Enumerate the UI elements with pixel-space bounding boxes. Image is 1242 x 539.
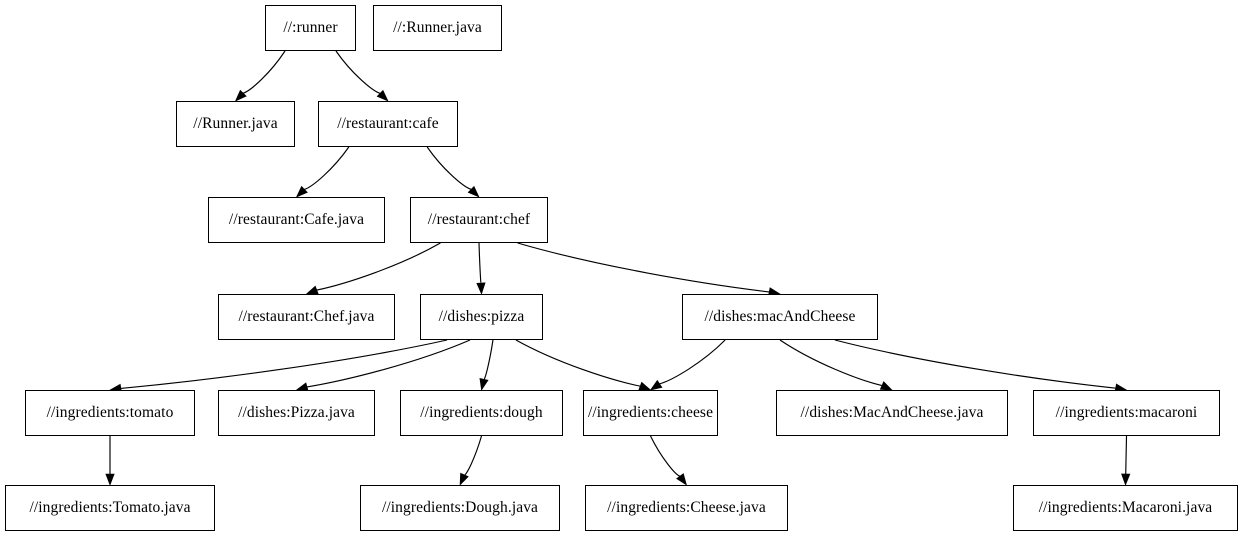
graph-edge-arrowhead-icon [295,185,308,198]
graph-edge-dishes_pizza-to-ing_dough [483,339,494,380]
graph-edge-arrowhead-icon [376,89,389,102]
graph-node-label: //restaurant:Cafe.java [228,211,365,229]
graph-node-ing_cheese[interactable]: //ingredients:cheese [583,390,718,436]
graph-node-label: //dishes:macAndCheese [704,308,856,326]
graph-edge-dishes_pizza-to-ing_tomato [120,339,448,389]
graph-node-label: //ingredients:Dough.java [381,499,539,517]
graph-edge-dishes_macandcheese-to-ing_cheese [659,339,726,385]
graph-edge-arrowhead-icon [234,89,247,102]
graph-node-ing_macaroni_java[interactable]: //ingredients:Macaroni.java [1013,485,1238,531]
graph-node-restaurant_chef[interactable]: //restaurant:chef [410,197,548,243]
graph-edge-ing_dough-to-ing_dough_java [463,435,483,476]
graph-node-restaurant_chef_java[interactable]: //restaurant:Chef.java [218,294,395,340]
graph-edge-arrowhead-icon [459,472,469,486]
graph-edge-runner-to-restaurant_cafe [335,50,381,94]
graph-edge-arrowhead-icon [476,282,486,295]
graph-node-label: //ingredients:dough [420,404,543,422]
graph-edge-restaurant_chef-to-dishes_pizza [478,242,482,284]
graph-node-runner[interactable]: //:runner [265,5,356,51]
graph-edge-runner-to-runner_java [243,50,286,94]
graph-edge-restaurant_cafe-to-restaurant_chef [426,146,472,190]
graph-edge-restaurant_chef-to-restaurant_chef_java [316,242,441,291]
graph-node-label: //dishes:Pizza.java [238,404,355,422]
graph-edge-dishes_pizza-to-dishes_pizza_java [306,339,471,388]
graph-node-restaurant_cafe[interactable]: //restaurant:cafe [318,101,458,147]
graph-edge-dishes_macandcheese-to-dishes_macandcheese_java [779,339,883,387]
graph-node-restaurant_cafe_java[interactable]: //restaurant:Cafe.java [208,197,385,243]
graph-node-label: //ingredients:cheese [587,404,714,422]
graph-node-label: //restaurant:chef [427,211,531,229]
graph-node-dishes_pizza_java[interactable]: //dishes:Pizza.java [218,390,375,436]
graph-edge-arrowhead-icon [638,381,652,391]
graph-edge-ing_cheese-to-ing_cheese_java [649,435,681,477]
graph-edge-arrowhead-icon [1121,473,1131,486]
graph-edge-arrowhead-icon [879,381,893,391]
graph-node-label: //restaurant:Chef.java [238,308,375,326]
graph-node-label: //ingredients:Macaroni.java [1038,499,1213,517]
graph-edge-arrowhead-icon [676,473,687,486]
graph-node-ing_cheese_java[interactable]: //ingredients:Cheese.java [585,485,788,531]
graph-node-label: //:Runner.java [393,19,482,37]
graph-node-runner_java_root[interactable]: //:Runner.java [373,5,502,51]
graph-edge-dishes_pizza-to-ing_cheese [515,339,641,387]
graph-node-label: //:runner [283,19,338,37]
graph-node-runner_java[interactable]: //Runner.java [176,101,295,147]
graph-node-label: //ingredients:tomato [46,404,174,422]
graph-edge-arrowhead-icon [649,379,663,391]
graph-node-dishes_macandcheese[interactable]: //dishes:macAndCheese [682,294,878,340]
graph-node-ing_dough[interactable]: //ingredients:dough [400,390,563,436]
graph-edge-restaurant_cafe-to-restaurant_cafe_java [304,146,350,190]
graph-node-label: //Runner.java [193,115,278,133]
graph-node-ing_dough_java[interactable]: //ingredients:Dough.java [360,485,560,531]
graph-node-ing_tomato[interactable]: //ingredients:tomato [25,390,195,436]
graph-node-label: //restaurant:cafe [337,115,439,133]
graph-edge-restaurant_chef-to-dishes_macandcheese [517,242,770,293]
graph-edge-arrowhead-icon [479,377,489,391]
graph-node-ing_tomato_java[interactable]: //ingredients:Tomato.java [5,485,215,531]
graph-node-dishes_pizza[interactable]: //dishes:pizza [420,294,543,340]
graph-node-label: //ingredients:Tomato.java [29,499,191,517]
graph-node-label: //dishes:MacAndCheese.java [800,404,984,422]
graph-edge-ing_macaroni-to-ing_macaroni_java [1125,435,1128,475]
graph-node-label: //ingredients:Cheese.java [607,499,766,517]
graph-node-label: //dishes:pizza [438,308,525,326]
graph-node-dishes_macandcheese_java[interactable]: //dishes:MacAndCheese.java [776,390,1008,436]
graph-edge-dishes_macandcheese-to-ing_macaroni [834,339,1116,389]
graph-edge-arrowhead-icon [305,285,319,295]
graph-node-label: //ingredients:macaroni [1055,404,1198,422]
graph-edge-arrowhead-icon [467,185,480,198]
graph-edge-arrowhead-icon [105,473,115,486]
graph-node-ing_macaroni[interactable]: //ingredients:macaroni [1033,390,1220,436]
